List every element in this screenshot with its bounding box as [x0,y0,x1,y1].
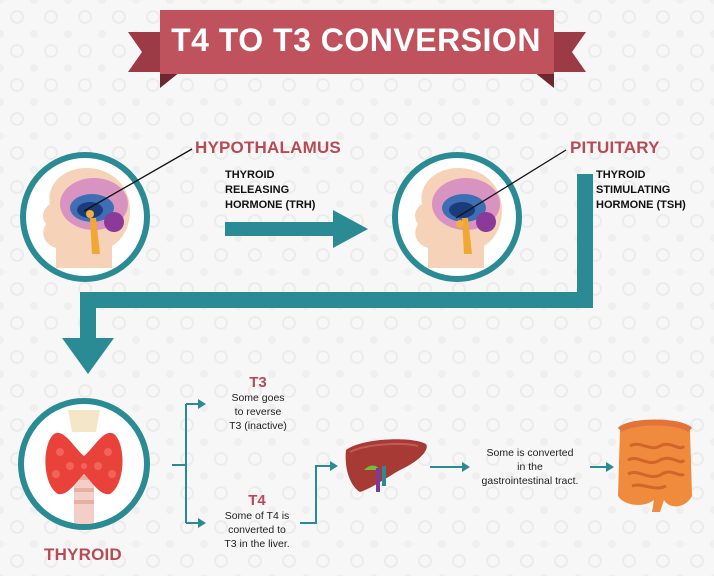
t3-heading: T3 [249,374,267,391]
tsh-path-drop [80,292,96,340]
tsh-arrow-head [62,338,114,374]
intestines-icon [617,419,693,512]
t3-block: T3 Some goes to reverse T3 (inactive) [210,374,306,433]
brain-head-icon [415,168,502,268]
t4-heading: T4 [248,492,266,509]
trh-text: THYROID RELEASING HORMONE (TRH) [225,169,316,211]
thyroid-circle [18,398,150,530]
title-banner [128,10,586,88]
pituitary-circle [392,152,522,282]
gi-text: Some is converted in the gastrointestina… [481,447,579,487]
trh-arrow-head [333,210,368,248]
thyroid-label: THYROID [44,545,122,564]
brain-head-icon [43,168,130,268]
tsh-path-vertical [577,174,593,308]
hypothalamus-label: HYPOTHALAMUS [195,138,341,157]
tsh-text: THYROID STIMULATING HORMONE (TSH) [596,169,686,211]
trh-arrow-shaft [225,222,333,236]
t4-block: T4 Some of T4 is converted to T3 in the … [208,492,306,551]
tsh-path-horizontal [80,292,593,308]
liver-icon [345,439,427,492]
pituitary-label: PITUITARY [570,138,660,157]
thyroid-icon [45,410,123,524]
hypothalamus-circle [20,152,150,282]
page-title: T4 TO T3 CONVERSION [171,21,541,58]
